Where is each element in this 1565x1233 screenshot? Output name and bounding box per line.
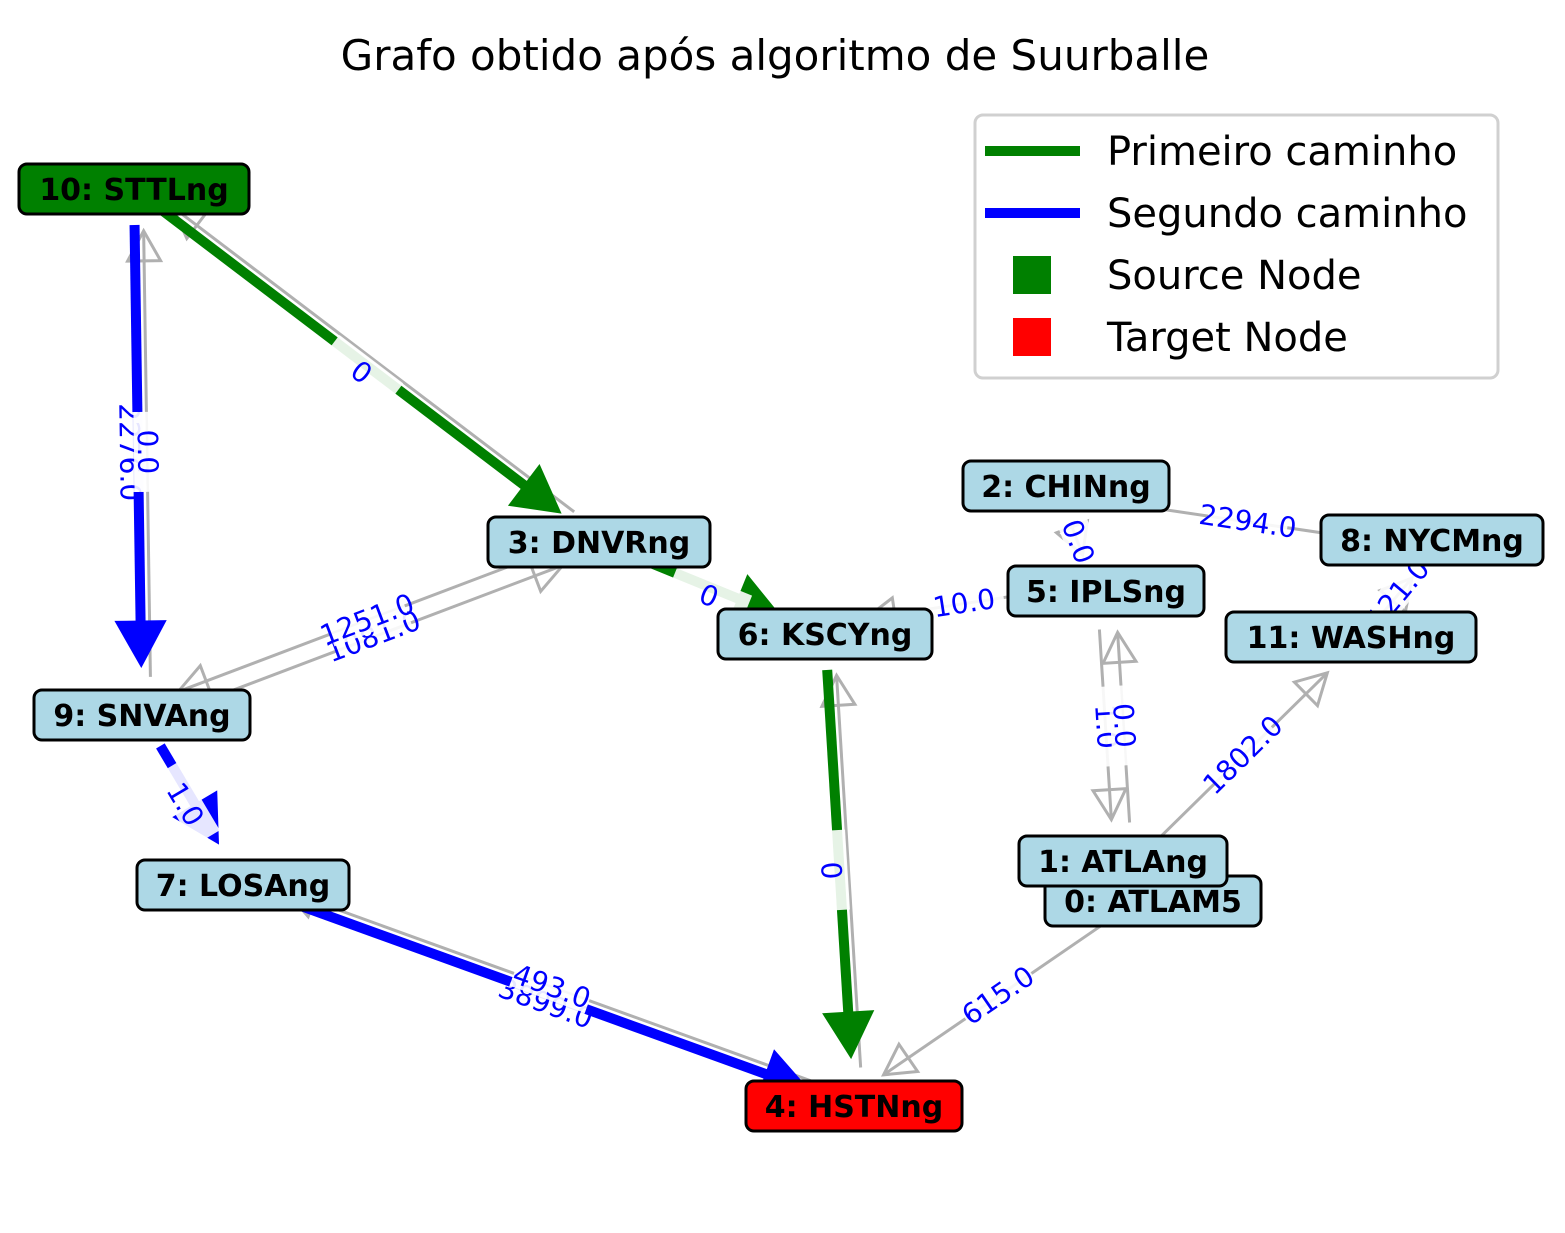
- node-box: [135, 858, 351, 912]
- edge-4-6: [835, 675, 863, 1068]
- node-box: [1017, 834, 1229, 888]
- node-box: [1224, 610, 1478, 664]
- node-label: 1: ATLAng: [1038, 845, 1208, 880]
- edge-label-bg: [323, 590, 410, 647]
- edge-label-1-5: 0.0: [1106, 702, 1142, 749]
- node-label: 3: DNVRng: [508, 526, 690, 561]
- node-label: 11: WASHng: [1247, 621, 1456, 656]
- edge-label-bg: [133, 411, 165, 493]
- edge-1-5-arrow: [1100, 629, 1139, 665]
- node-9[interactable]: 9: SNVAng: [32, 688, 252, 742]
- node-label: 10: STTLng: [39, 173, 228, 208]
- edge-label-5-6-group: 10.0: [922, 580, 1006, 624]
- edge-label-bg: [1051, 498, 1108, 584]
- legend-label-1: Segundo caminho: [1107, 191, 1467, 237]
- edge-label-bg: [955, 959, 1039, 1030]
- node-label: 2: CHINng: [981, 470, 1151, 505]
- edge-5-1-arrow: [1090, 787, 1129, 823]
- edge-label-1-11-group: 1802.0: [1196, 709, 1289, 801]
- node-4[interactable]: 4: HSTNng: [744, 1079, 964, 1133]
- legend-label-0: Primeiro caminho: [1107, 129, 1457, 175]
- node-box: [17, 162, 251, 216]
- edge-label-0-4: 615.0: [956, 959, 1041, 1032]
- legend-frame: [973, 113, 1500, 380]
- node-5[interactable]: 5: IPLSng: [1006, 564, 1206, 618]
- edge-label-bg: [153, 761, 220, 846]
- node-3[interactable]: 3: DNVRng: [486, 515, 712, 569]
- edge-0-4-arrow: [880, 1041, 921, 1077]
- edge-10-9-arrow: [114, 620, 167, 669]
- edge-label-bg: [1202, 715, 1281, 793]
- legend-swatch-2: [1013, 256, 1051, 294]
- edge-label-bg: [321, 334, 404, 408]
- node-label: 0: ATLAM5: [1064, 885, 1242, 920]
- node-label: 9: SNVAng: [53, 699, 230, 734]
- edge-label-2-8-group: 2294.0: [1197, 498, 1299, 545]
- edge-label-5-6: 10.0: [931, 582, 998, 624]
- node-box: [744, 1079, 964, 1133]
- edge-label-bg: [815, 829, 850, 912]
- node-box: [1006, 564, 1206, 618]
- node-box: [1319, 513, 1545, 567]
- chart-title: Grafo obtido após algoritmo de Suurballe: [341, 31, 1210, 80]
- edge-label-1-5-group: 0.0: [1106, 684, 1143, 767]
- edge-10-3-arrow: [507, 464, 562, 514]
- node-1[interactable]: 1: ATLAng: [1017, 834, 1229, 888]
- node-10[interactable]: 10: STTLng: [17, 162, 251, 216]
- edge-3-10: [171, 206, 576, 514]
- node-label: 5: IPLSng: [1026, 575, 1186, 610]
- node-7[interactable]: 7: LOSAng: [135, 858, 351, 912]
- node-label: 4: HSTNng: [765, 1090, 943, 1125]
- node-label: 7: LOSAng: [156, 869, 331, 904]
- node-6[interactable]: 6: KSCYng: [716, 607, 934, 661]
- edge-label-9-10-group: 0.0: [131, 411, 165, 493]
- edge-label-0-4-group: 615.0: [956, 959, 1041, 1032]
- edge-labels-layer: 0002276.01.03899.00.01081.01251.0493.010…: [112, 334, 1436, 1036]
- node-11[interactable]: 11: WASHng: [1224, 610, 1478, 664]
- edge-label-2-8: 2294.0: [1197, 498, 1299, 545]
- edge-label-6-4: 0: [814, 861, 848, 881]
- node-label: 6: KSCYng: [738, 618, 913, 653]
- edge-6-4-arrow: [822, 1010, 875, 1060]
- edge-label-bg: [1107, 684, 1143, 767]
- node-box: [716, 607, 934, 661]
- edge-label-1-11: 1802.0: [1196, 709, 1289, 801]
- node-2[interactable]: 2: CHINng: [961, 459, 1171, 513]
- edge-label-bg: [1206, 499, 1290, 541]
- legend-swatch-3: [1013, 318, 1051, 356]
- edge-label-9-10: 0.0: [131, 429, 165, 474]
- edge-1-11-arrow: [1291, 670, 1330, 709]
- node-box: [486, 515, 712, 569]
- node-box: [32, 688, 252, 742]
- legend-label-3: Target Node: [1106, 315, 1348, 361]
- node-box: [961, 459, 1171, 513]
- node-0[interactable]: 0: ATLAM5: [1043, 874, 1263, 928]
- nodes-layer: 0: ATLAM5 1: ATLAng 2: CHINng 3: DNVRng 4: H…: [17, 162, 1545, 1133]
- node-8[interactable]: 8: NYCMng: [1319, 513, 1545, 567]
- legend-label-2: Source Node: [1107, 253, 1362, 299]
- edge-label-bg: [922, 580, 1006, 623]
- edge-label-6-4-group: 0: [814, 829, 850, 912]
- edge-label-bg: [509, 957, 595, 1013]
- node-label: 8: NYCMng: [1340, 524, 1524, 559]
